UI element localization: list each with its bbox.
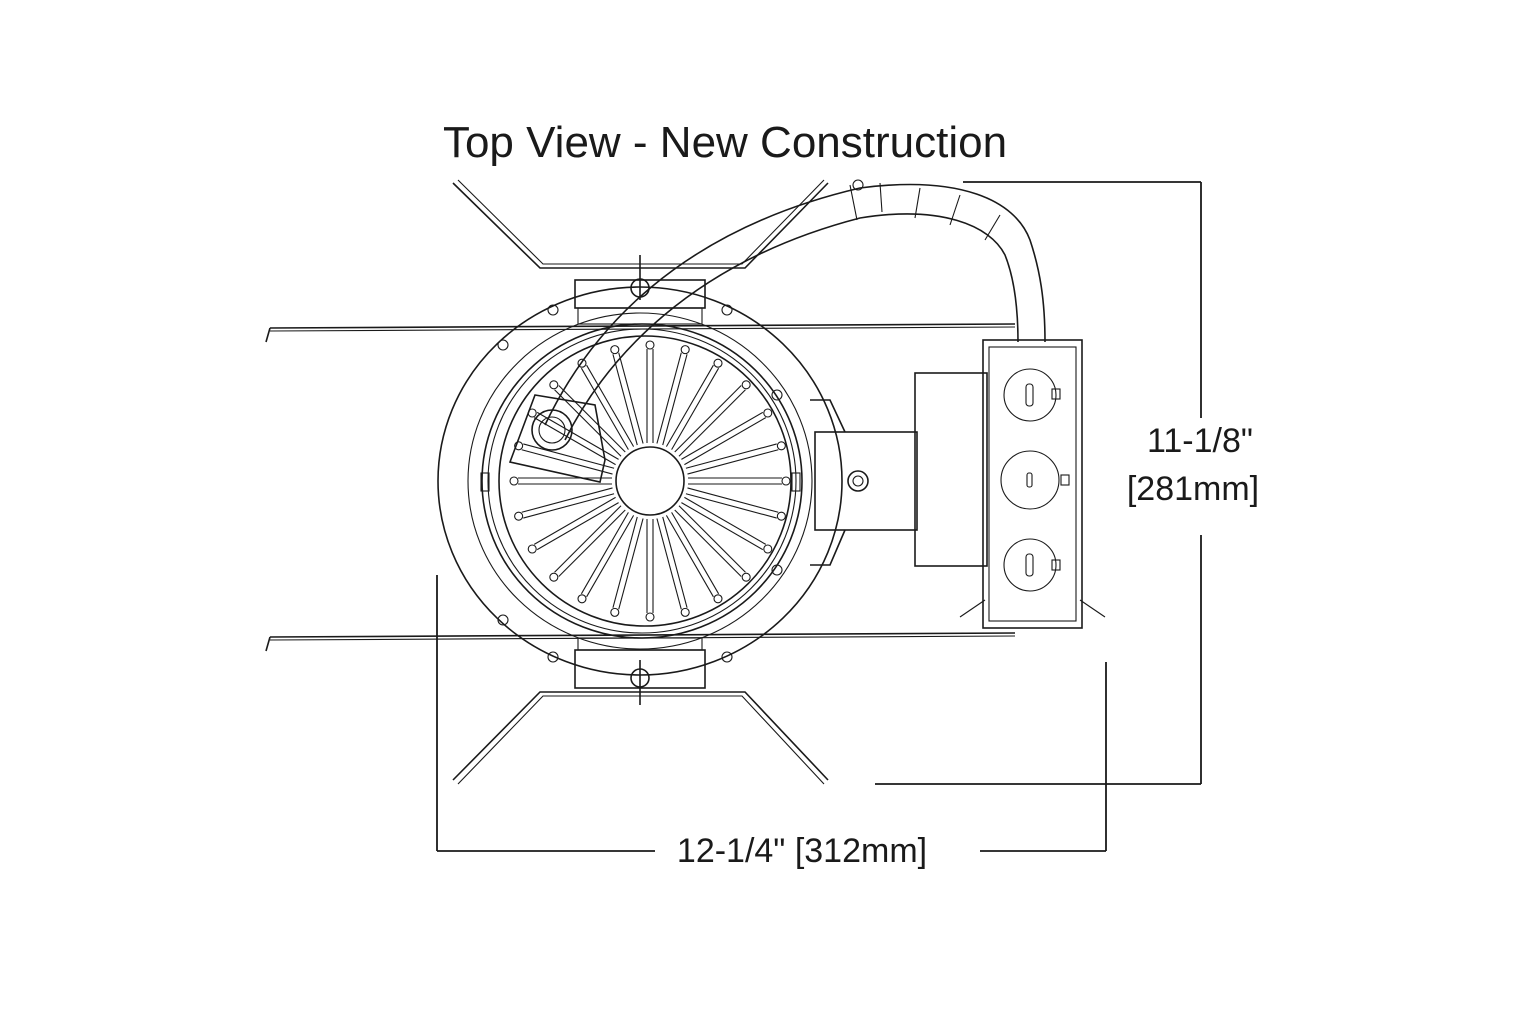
- spoke-line: [586, 364, 635, 447]
- spoke-end: [776, 441, 786, 451]
- center-hub: [615, 446, 685, 516]
- spoke-end: [763, 544, 773, 554]
- spoke-line: [671, 512, 720, 595]
- spoke-line: [665, 364, 714, 447]
- spoke-line: [580, 367, 629, 450]
- spoke-line: [681, 411, 764, 460]
- bar-hanger-bottom: [265, 632, 1016, 652]
- spoke-line: [687, 487, 779, 513]
- spoke-line: [558, 509, 626, 577]
- spoke-line: [684, 417, 767, 466]
- spoke-line: [580, 512, 629, 595]
- spoke-end: [713, 594, 723, 604]
- spoke-end: [610, 607, 620, 617]
- spoke-line: [685, 493, 777, 519]
- drawing-title: Top View - New Construction: [443, 118, 1007, 167]
- socket-housing: [508, 394, 606, 483]
- spoke-end: [781, 476, 791, 486]
- spoke-line: [533, 417, 616, 466]
- spoke-end: [713, 358, 723, 368]
- spoke-line: [536, 502, 619, 551]
- spoke-line: [656, 518, 682, 610]
- spoke-line: [665, 515, 714, 598]
- width-label: 12-1/4" [312mm]: [677, 832, 927, 870]
- support-arm: [810, 399, 918, 566]
- spoke-line: [523, 493, 615, 519]
- spoke-end: [610, 345, 620, 355]
- spoke-line: [674, 385, 742, 453]
- spoke-end: [527, 544, 537, 554]
- spoke-line: [687, 449, 779, 475]
- heat-sink-spokes: [509, 340, 791, 622]
- spoke-line: [523, 443, 615, 469]
- width-dimension: [436, 575, 1107, 852]
- trim-flange: [437, 286, 843, 676]
- spoke-end: [577, 358, 587, 368]
- knockout-middle: [1000, 450, 1070, 510]
- spoke-line: [671, 367, 720, 450]
- spoke-end: [776, 511, 786, 521]
- spoke-line: [533, 496, 616, 545]
- spoke-end: [741, 572, 751, 582]
- bar-hanger-top: [265, 323, 1016, 343]
- spoke-end: [514, 441, 524, 451]
- spoke-end: [645, 340, 655, 350]
- spoke-line: [674, 509, 742, 577]
- spoke-end: [645, 612, 655, 622]
- height-dimension: [875, 181, 1202, 785]
- height-metric-label: [281mm]: [1127, 470, 1259, 508]
- knockout-bottom: [1003, 538, 1061, 592]
- spoke-line: [656, 352, 682, 444]
- spoke-end: [680, 607, 690, 617]
- mounting-bracket-bottom: [452, 637, 829, 785]
- spoke-line: [521, 487, 613, 513]
- spoke-line: [618, 518, 644, 610]
- spoke-end: [680, 345, 690, 355]
- spoke-end: [549, 380, 559, 390]
- spoke-end: [577, 594, 587, 604]
- spoke-end: [509, 476, 519, 486]
- knockout-top: [1003, 368, 1061, 422]
- spoke-line: [684, 496, 767, 545]
- spoke-line: [536, 411, 619, 460]
- spoke-line: [678, 389, 746, 457]
- spoke-line: [678, 505, 746, 573]
- height-imperial-label: 11-1/8": [1147, 422, 1253, 460]
- spoke-line: [612, 516, 638, 608]
- spoke-line: [558, 385, 626, 453]
- spoke-line: [521, 449, 613, 475]
- spoke-end: [741, 380, 751, 390]
- spoke-line: [554, 505, 622, 573]
- spoke-line: [612, 354, 638, 446]
- spoke-line: [662, 516, 688, 608]
- spoke-line: [586, 515, 635, 598]
- spoke-line: [618, 352, 644, 444]
- flex-conduit: [544, 179, 1046, 441]
- spoke-end: [514, 511, 524, 521]
- mounting-bracket-top: [452, 179, 829, 325]
- spoke-end: [549, 572, 559, 582]
- spoke-end: [763, 408, 773, 418]
- spoke-line: [685, 443, 777, 469]
- junction-box: [914, 339, 1106, 629]
- spoke-line: [662, 354, 688, 446]
- spoke-line: [681, 502, 764, 551]
